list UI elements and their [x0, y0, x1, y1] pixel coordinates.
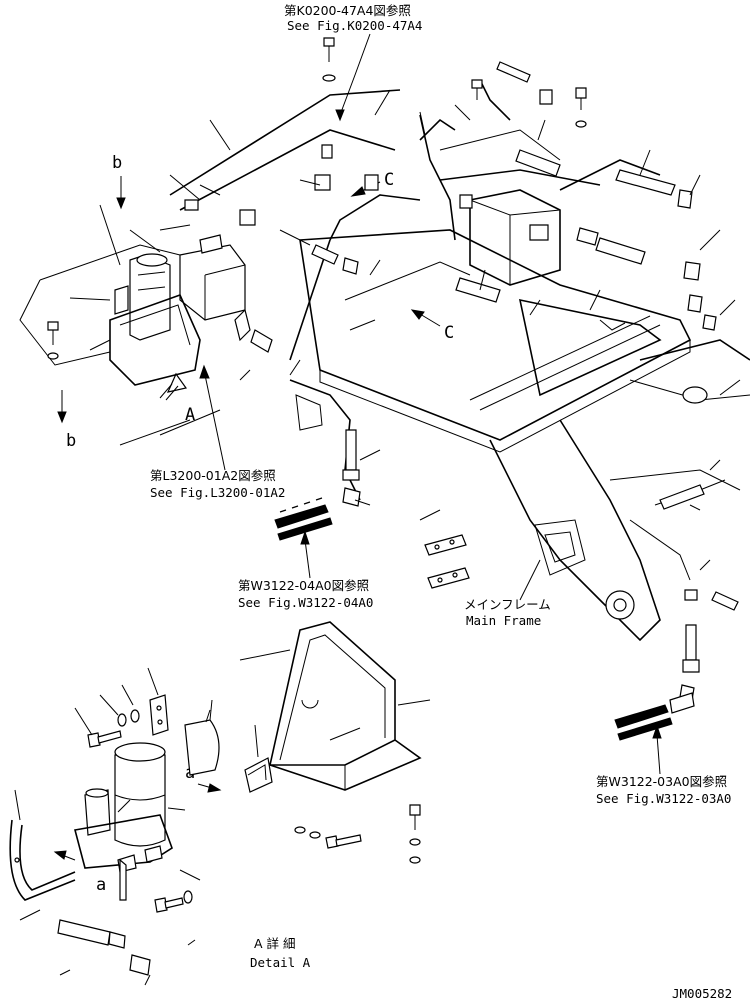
ref-l3200: 第L3200-01A2図参照 See Fig.L3200-01A2	[150, 364, 285, 500]
leader-lines-upper	[69, 89, 741, 571]
marker-A-text: A	[185, 405, 195, 425]
marker-b-top-text: b	[112, 153, 122, 173]
detail-a-bracket	[239, 621, 422, 791]
marker-b-bottom: b	[57, 390, 76, 451]
harness-lines	[19, 79, 691, 581]
drawing-number: JM005282	[672, 986, 732, 1001]
bolts-upper	[47, 37, 739, 701]
ref-w3122-03-en: See Fig.W3122-03A0	[596, 791, 731, 806]
marker-b-top: b	[112, 153, 126, 210]
marker-c-right-text: C	[444, 323, 454, 343]
battery-box-stand	[439, 129, 561, 286]
ref-l3200-jp: 第L3200-01A2図参照	[150, 468, 276, 483]
leader-lines-lower	[14, 667, 431, 986]
detail-a-en: Detail A	[250, 955, 311, 970]
ref-w3122-04-en: See Fig.W3122-04A0	[238, 595, 373, 610]
ref-w3122-04-jp: 第W3122-04A0図参照	[238, 578, 369, 593]
distributor-block-upper	[274, 497, 333, 541]
detail-a-bolts	[57, 709, 421, 976]
ref-k0200-jp: 第K0200-47A4図参照	[284, 3, 411, 18]
marker-b-bottom-text: b	[66, 431, 76, 451]
marker-a-lower-text: a	[96, 875, 106, 895]
detail-a-jp: A 詳 細	[254, 936, 296, 951]
detail-a-plates	[149, 694, 273, 793]
lube-pump-upper	[109, 234, 251, 386]
marker-c-top-text: C	[384, 170, 394, 190]
ref-w3122-04: 第W3122-04A0図参照 See Fig.W3122-04A0	[238, 530, 373, 610]
ref-k0200-en: See Fig.K0200-47A4	[287, 18, 422, 33]
upper-deck-plate	[299, 229, 692, 453]
detail-a-pump	[74, 742, 173, 901]
distributor-block-lower	[614, 692, 695, 741]
frame-body	[289, 339, 750, 642]
small-plates	[424, 534, 470, 589]
main-frame-jp: メインフレーム	[464, 597, 551, 612]
marker-A-view: A	[159, 372, 195, 425]
ref-k0200: 第K0200-47A4図参照 See Fig.K0200-47A4	[284, 3, 422, 122]
main-frame-en: Main Frame	[466, 613, 541, 628]
marker-a-lower: a	[53, 850, 106, 895]
detail-a-band-clamp	[9, 819, 76, 901]
ref-w3122-03: 第W3122-03A0図参照 See Fig.W3122-03A0	[596, 724, 731, 806]
ref-w3122-03-jp: 第W3122-03A0図参照	[596, 774, 727, 789]
marker-c-right: C	[410, 309, 454, 343]
detail-a-label: A 詳 細 Detail A	[250, 936, 311, 970]
main-frame-label: メインフレーム Main Frame	[464, 559, 551, 628]
ref-l3200-en: See Fig.L3200-01A2	[150, 485, 285, 500]
